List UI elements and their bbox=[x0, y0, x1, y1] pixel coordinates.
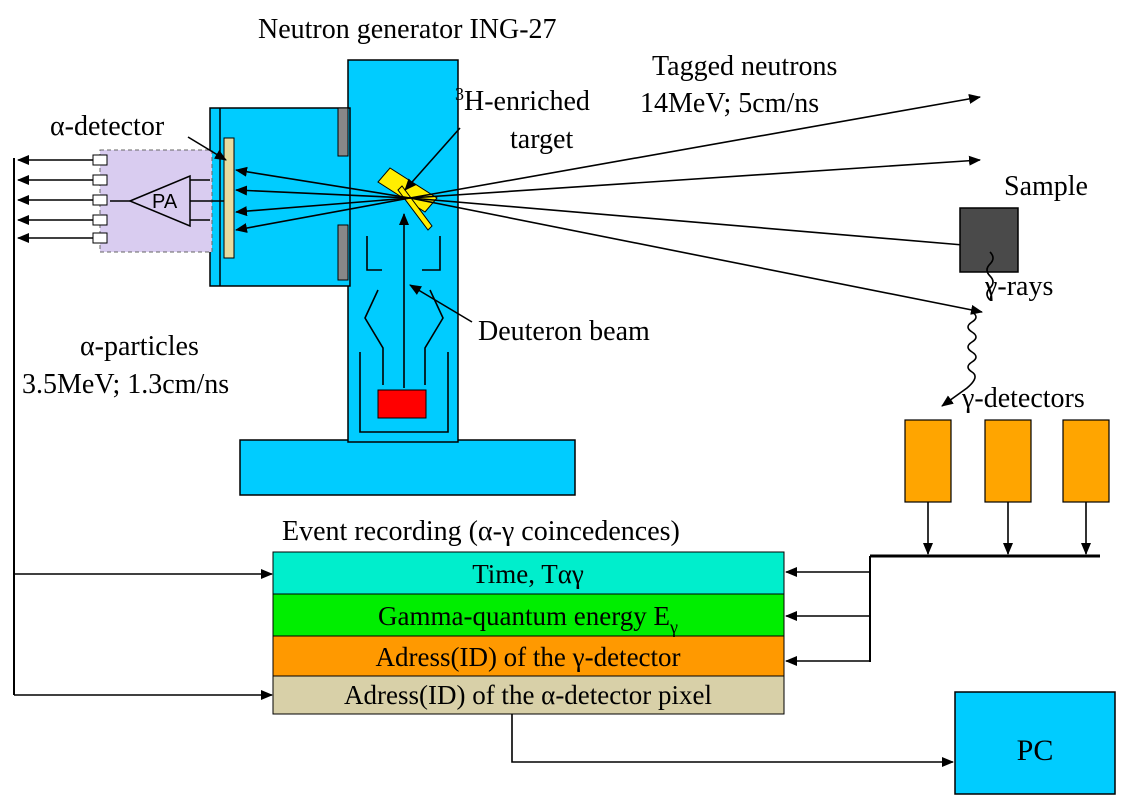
preamp-output-arrows bbox=[17, 155, 93, 243]
target-pointer bbox=[404, 127, 461, 191]
gamma-detector bbox=[984, 419, 1032, 503]
target-superscript: 3 bbox=[455, 84, 464, 104]
deuteron-beam-label: Deuteron beam bbox=[478, 316, 650, 347]
alpha-particles-energy-label: 3.5MeV; 1.3cm/ns bbox=[22, 369, 229, 400]
sample-label: Sample bbox=[1004, 171, 1088, 202]
row-alpha-address-bg bbox=[272, 675, 785, 715]
alpha-ray bbox=[235, 197, 411, 217]
alpha-detector-label: α-detector bbox=[50, 111, 165, 142]
gamma-detector bbox=[904, 419, 952, 503]
neutron-ray bbox=[409, 197, 983, 315]
connector bbox=[92, 154, 108, 166]
electrode-left bbox=[366, 236, 382, 271]
neutron-rays bbox=[409, 93, 983, 315]
title-label: Neutron generator ING-27 bbox=[258, 14, 557, 45]
alpha-ray bbox=[235, 166, 411, 199]
row-alpha-address-label: Adress(ID) of the α-detector pixel bbox=[344, 680, 712, 710]
pc-label: PC bbox=[1017, 734, 1054, 767]
ion-source-housing bbox=[359, 352, 449, 433]
preamp-label: PA bbox=[152, 191, 178, 213]
neutron-generator bbox=[209, 59, 576, 496]
connectors bbox=[92, 154, 108, 244]
target-label: 3H-enriched bbox=[455, 84, 590, 117]
alpha-detector-assembly: PA bbox=[17, 136, 235, 259]
electrode-cone-right bbox=[424, 289, 444, 385]
deuteron-beam-pointer bbox=[409, 284, 473, 323]
alpha-detector-pointer bbox=[187, 136, 227, 161]
event-recording-table: Time, Tαγ Gamma-quantum energy Eγ Adress… bbox=[272, 551, 785, 715]
row-gamma-address-label: Adress(ID) of the γ-detector bbox=[375, 642, 680, 672]
gamma-ray-squiggle-upper bbox=[986, 251, 994, 301]
row-energy-label: Gamma-quantum energy Eγ bbox=[378, 601, 678, 637]
energy-subscript: γ bbox=[669, 617, 678, 637]
sample-block bbox=[959, 207, 1019, 273]
table-to-pc-line bbox=[511, 714, 954, 767]
connector bbox=[92, 232, 108, 244]
gamma-detectors-label: γ-detectors bbox=[961, 383, 1085, 414]
gamma-rays-label: γ-rays bbox=[984, 271, 1053, 302]
grey-plate-top bbox=[337, 107, 349, 157]
neutron-ray bbox=[409, 93, 981, 199]
row-time-label: Time, Tαγ bbox=[472, 559, 584, 589]
electrode-right bbox=[422, 236, 441, 271]
generator-column bbox=[347, 59, 459, 443]
tagged-neutrons-energy-label: 14MeV; 5cm/ns bbox=[640, 88, 819, 119]
electrode-cone-left bbox=[364, 289, 384, 385]
gamma-detector-array bbox=[785, 419, 1110, 666]
neutron-ray bbox=[409, 155, 981, 199]
neutron-ray bbox=[409, 197, 976, 251]
connector bbox=[92, 194, 108, 206]
alpha-particle-rays bbox=[235, 166, 411, 233]
alpha-ray bbox=[235, 197, 411, 233]
generator-base bbox=[239, 439, 576, 496]
grey-plate-bottom bbox=[337, 224, 349, 281]
gamma-ray-squiggle-lower bbox=[941, 311, 977, 407]
connector bbox=[92, 214, 108, 226]
alpha-particles-label: α-particles bbox=[80, 331, 199, 362]
alpha-detector-plate bbox=[223, 137, 235, 259]
target-label-line2: target bbox=[510, 124, 573, 155]
row-time-bg bbox=[272, 551, 785, 595]
gamma-detector bbox=[1062, 419, 1110, 503]
connector bbox=[92, 174, 108, 186]
event-recording-label: Event recording (α-γ coincedences) bbox=[282, 516, 680, 547]
row-gamma-address-bg bbox=[272, 635, 785, 677]
ion-source bbox=[377, 389, 427, 419]
alpha-ray bbox=[235, 185, 411, 199]
pc-box bbox=[954, 691, 1116, 795]
row-energy-bg bbox=[272, 593, 785, 637]
tagged-neutrons-label: Tagged neutrons bbox=[652, 51, 837, 82]
